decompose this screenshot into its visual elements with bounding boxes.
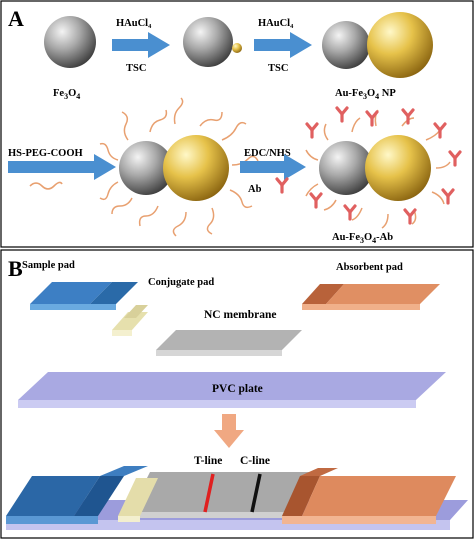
step2-condition: TSC bbox=[268, 63, 288, 74]
antibody-icon bbox=[448, 150, 462, 167]
antibody-icon bbox=[343, 204, 357, 221]
antibody-icon bbox=[401, 108, 415, 125]
au-fe3o4-ab-label: Au-Fe3O4-Ab bbox=[332, 232, 393, 245]
arrow-peg-head bbox=[94, 154, 116, 180]
strip-absorbent-pad bbox=[282, 476, 320, 516]
fe3o4-particle bbox=[44, 16, 96, 68]
pegylated-gold-part bbox=[163, 135, 229, 201]
edc-label: EDC/NHS bbox=[244, 148, 291, 159]
antibody-icon bbox=[403, 208, 417, 225]
t-line-mark bbox=[203, 473, 215, 513]
antibody-icon bbox=[335, 106, 349, 123]
nc-membrane bbox=[156, 330, 302, 356]
step2-reagent: HAuCl₄ bbox=[258, 18, 294, 29]
peg-label: HS-PEG-COOH bbox=[8, 148, 83, 159]
antibody-icon bbox=[441, 188, 455, 205]
panel-b-letter: B bbox=[8, 256, 23, 281]
au-fe3o4-np-label: Au-Fe3O4 NP bbox=[335, 88, 396, 101]
ab-fe3o4-part bbox=[319, 141, 373, 195]
step1-condition: TSC bbox=[126, 63, 146, 74]
peg-chain-icon bbox=[29, 181, 63, 190]
antibody-icon bbox=[309, 192, 323, 209]
sample-pad bbox=[30, 282, 138, 310]
strip-sample-pad bbox=[6, 476, 100, 516]
pvc-plate bbox=[18, 372, 446, 408]
sample-pad-label: Sample pad bbox=[22, 260, 75, 271]
assembled-strip bbox=[6, 466, 468, 530]
np-fe3o4-part bbox=[322, 21, 370, 69]
ab-label: Ab bbox=[248, 184, 262, 195]
panel-a-letter: A bbox=[8, 6, 24, 31]
conjugate-pad-label: Conjugate pad bbox=[148, 277, 214, 288]
fe3o4-seeded-particle bbox=[183, 17, 233, 67]
absorbent-pad bbox=[302, 284, 440, 310]
c-line-mark bbox=[250, 473, 262, 513]
arrow-edc-head bbox=[284, 154, 306, 180]
gold-seed bbox=[232, 43, 242, 53]
pegylated-fe3o4-part bbox=[119, 141, 173, 195]
t-line-label: T-line bbox=[194, 455, 222, 467]
arrow-step2-head bbox=[290, 32, 312, 58]
panel-a-frame bbox=[0, 0, 474, 248]
nc-membrane-label: NC membrane bbox=[204, 309, 277, 321]
panel-b-frame bbox=[0, 249, 474, 539]
antibody-legend-icon bbox=[275, 177, 289, 194]
arrow-step1-head bbox=[148, 32, 170, 58]
antibody-icon bbox=[433, 122, 447, 139]
conjugate-pad bbox=[112, 305, 148, 336]
strip-conjugate-pad bbox=[118, 478, 158, 516]
c-line-label: C-line bbox=[240, 455, 270, 467]
strip-nc-membrane bbox=[130, 472, 310, 512]
pvc-plate-label: PVC plate bbox=[212, 383, 263, 395]
assembly-arrow bbox=[214, 414, 244, 448]
fe3o4-label: Fe3O4 bbox=[53, 88, 80, 101]
np-gold-part bbox=[367, 12, 433, 78]
step1-reagent: HAuCl₄ bbox=[116, 18, 152, 29]
absorbent-pad-label: Absorbent pad bbox=[336, 262, 403, 273]
peg-chains-group bbox=[99, 97, 259, 237]
antibody-icon bbox=[305, 122, 319, 139]
ab-gold-part bbox=[365, 135, 431, 201]
